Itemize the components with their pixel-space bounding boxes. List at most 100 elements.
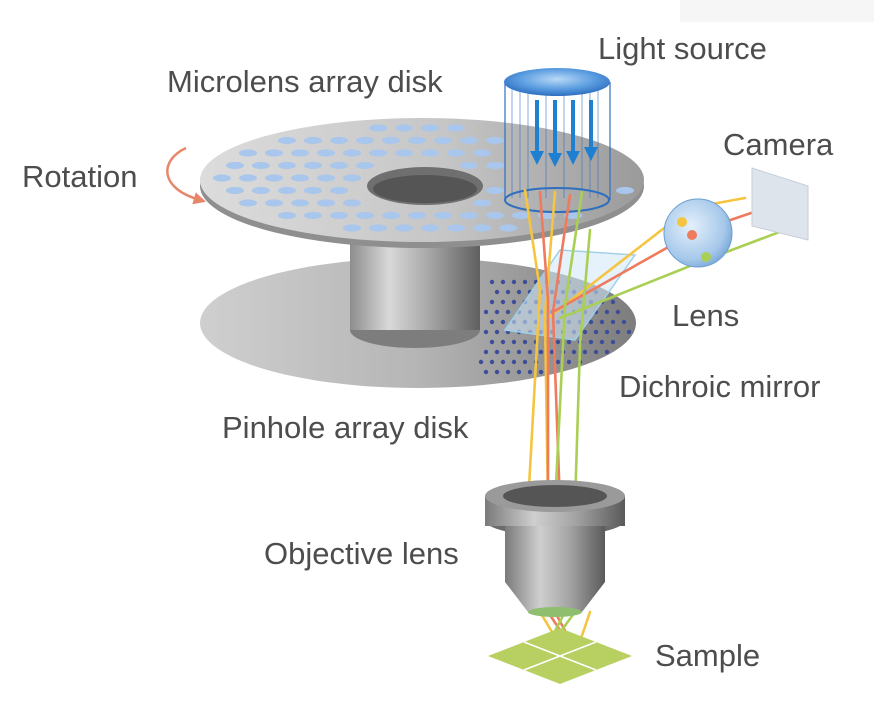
pinhole-dot [522,359,528,365]
microlens-dot [317,174,335,182]
pinhole-dot [538,369,544,375]
label-dichroic-mirror: Dichroic mirror [619,369,821,404]
pinhole-dot [483,309,489,315]
corner-panel [680,0,874,22]
microlens-dot [278,136,296,145]
pinhole-dot [500,279,506,285]
microlens-dot [408,211,426,220]
pinhole-dot [489,299,495,305]
microlens-dot [265,174,283,182]
microlens-dot [252,161,270,170]
pinhole-dot [511,359,517,365]
pinhole-dot [615,309,621,315]
microlens-dot [343,224,361,232]
pinhole-dot [483,369,489,375]
microlens-dot [356,136,374,145]
pinhole-dot [582,349,588,355]
pinhole-dot [511,339,517,345]
microlens-dot [304,136,322,145]
pinhole-dot [494,289,500,295]
microlens-dot [486,186,504,195]
microlens-dot [486,161,504,170]
microlens-dot [460,211,478,220]
pinhole-dot [500,299,506,305]
pinhole-dot [599,319,605,325]
microlens-dot [421,124,439,132]
label-camera: Camera [723,127,834,162]
microlens-dot [382,136,400,145]
pinhole-dot [494,329,500,335]
microlens-dot [486,136,504,145]
microlens-dot [239,199,257,207]
pinhole-dot [516,289,522,295]
microlens-dot [434,211,452,220]
microlens-dot [447,124,465,132]
microlens-dot [369,124,387,132]
label-rotation: Rotation [22,159,138,194]
pinhole-dot [511,279,517,285]
microlens-dot [473,199,491,207]
pinhole-dot [566,359,572,365]
pinhole-dot [478,359,484,365]
pinhole-dot [555,359,561,365]
microlens-dot [369,149,387,157]
microlens-dot [421,224,439,232]
rotation-arrow-icon [166,146,207,205]
microlens-dot [395,124,413,132]
camera-sensor [751,167,809,241]
pinhole-dot [566,339,572,345]
pinhole-dot [610,299,616,305]
microlens-dot [421,149,439,157]
microlens-dot [512,211,530,220]
pinhole-dot [593,329,599,335]
microlens-dot [473,149,491,157]
light-arrows [530,100,598,167]
microlens-dot [330,161,348,170]
microlens-dot [317,199,335,207]
microlens-dot [304,211,322,220]
pinhole-dot [610,339,616,345]
microlens-dot [278,161,296,170]
microlens-dot [460,136,478,145]
microlens-dot [330,211,348,220]
pinhole-dot [593,349,599,355]
microlens-dot [252,186,270,195]
pinhole-dot [527,369,533,375]
pinhole-dot [505,309,511,315]
microlens-dot [616,186,634,195]
microlens-dot [213,174,231,182]
pinhole-dot [511,299,517,305]
microlens-dot [343,174,361,182]
light-source [504,68,611,213]
pinhole-dot [527,349,533,355]
microlens-dot [447,224,465,232]
microlens-dot [226,186,244,195]
microlens-dot [330,186,348,195]
pinhole-dot [538,349,544,355]
microlens-dot [330,136,348,145]
pinhole-dot [522,279,528,285]
microlens-dot [382,211,400,220]
pinhole-dot [582,329,588,335]
camera-lens [663,198,733,268]
label-sample: Sample [655,638,761,673]
pinhole-dot [505,349,511,355]
pinhole-dot [489,339,495,345]
microlens-dot [356,161,374,170]
pinhole-dot [588,339,594,345]
microlens-dot [395,224,413,232]
pinhole-dot [516,369,522,375]
microlens-dot [291,149,309,157]
pinhole-dot [505,289,511,295]
microlens-dot [369,224,387,232]
pinhole-dot [610,319,616,325]
pinhole-dot [494,369,500,375]
pinhole-dot [599,339,605,345]
pinhole-dot [483,329,489,335]
label-pinhole-array-disk: Pinhole array disk [222,410,469,445]
pinhole-dot [494,309,500,315]
pinhole-dot [489,319,495,325]
microlens-dot [265,149,283,157]
microlens-dot [278,186,296,195]
